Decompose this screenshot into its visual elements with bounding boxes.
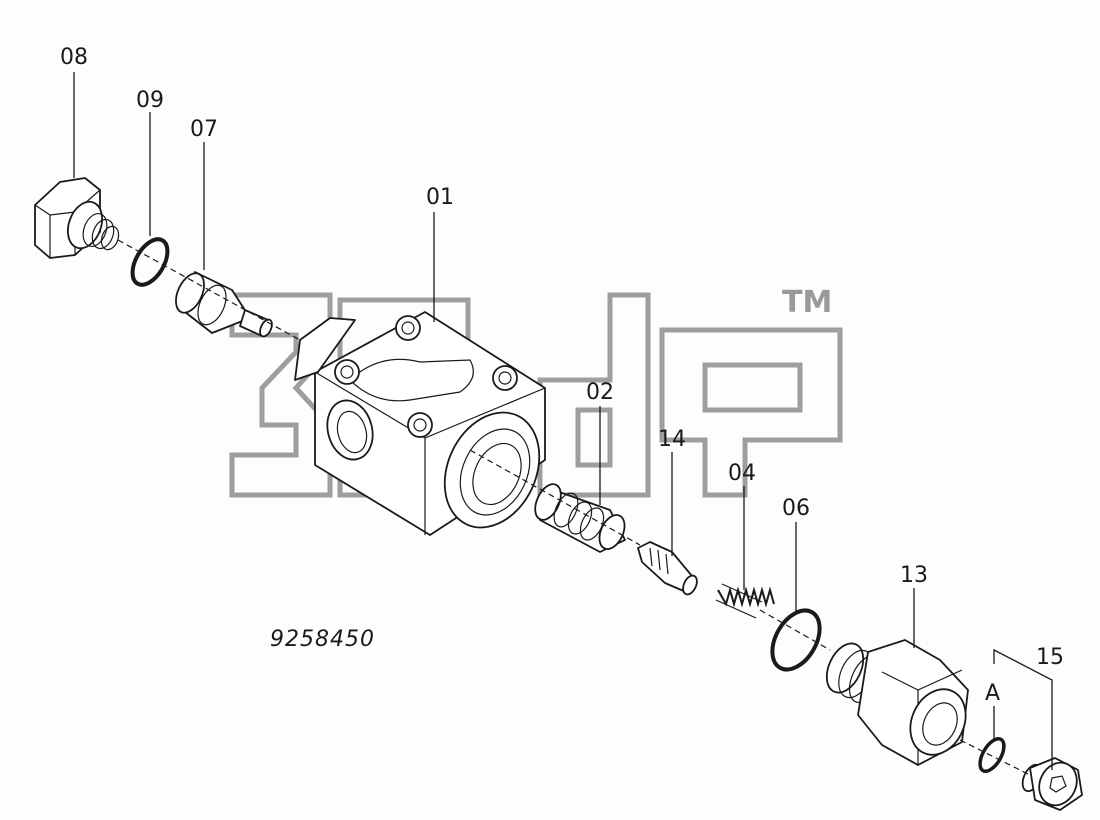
drawing-number: 9258450	[270, 627, 375, 652]
assembly-axis-right	[469, 449, 1031, 776]
part-07-piston	[175, 271, 273, 338]
callout-09: 09	[136, 88, 164, 113]
callout-13: 13	[900, 563, 928, 588]
part-02-sleeve	[534, 483, 626, 553]
part-09-o-ring	[130, 237, 170, 287]
callout-08: 08	[60, 45, 88, 70]
detail-a-label: A	[985, 681, 1000, 706]
callout-14: 14	[658, 427, 686, 452]
part-08-hex-plug	[34, 177, 120, 259]
callout-04: 04	[728, 461, 756, 486]
callout-01: 01	[426, 185, 454, 210]
part-15-o-ring	[978, 737, 1006, 773]
callout-07: 07	[190, 117, 218, 142]
assembly-axis-left	[117, 239, 301, 341]
part-15-plug	[1021, 757, 1083, 811]
callout-02: 02	[586, 380, 614, 405]
callout-15: 15	[1036, 645, 1064, 670]
part-14-poppet	[637, 541, 698, 596]
part-13-hex-cap	[825, 639, 969, 766]
part-01-valve-body	[294, 311, 546, 536]
leader-15-bracket	[993, 648, 1053, 770]
part-06-o-ring	[770, 608, 822, 672]
callout-06: 06	[782, 496, 810, 521]
watermark-trademark: TM	[782, 285, 832, 320]
part-04-spring	[715, 583, 775, 619]
